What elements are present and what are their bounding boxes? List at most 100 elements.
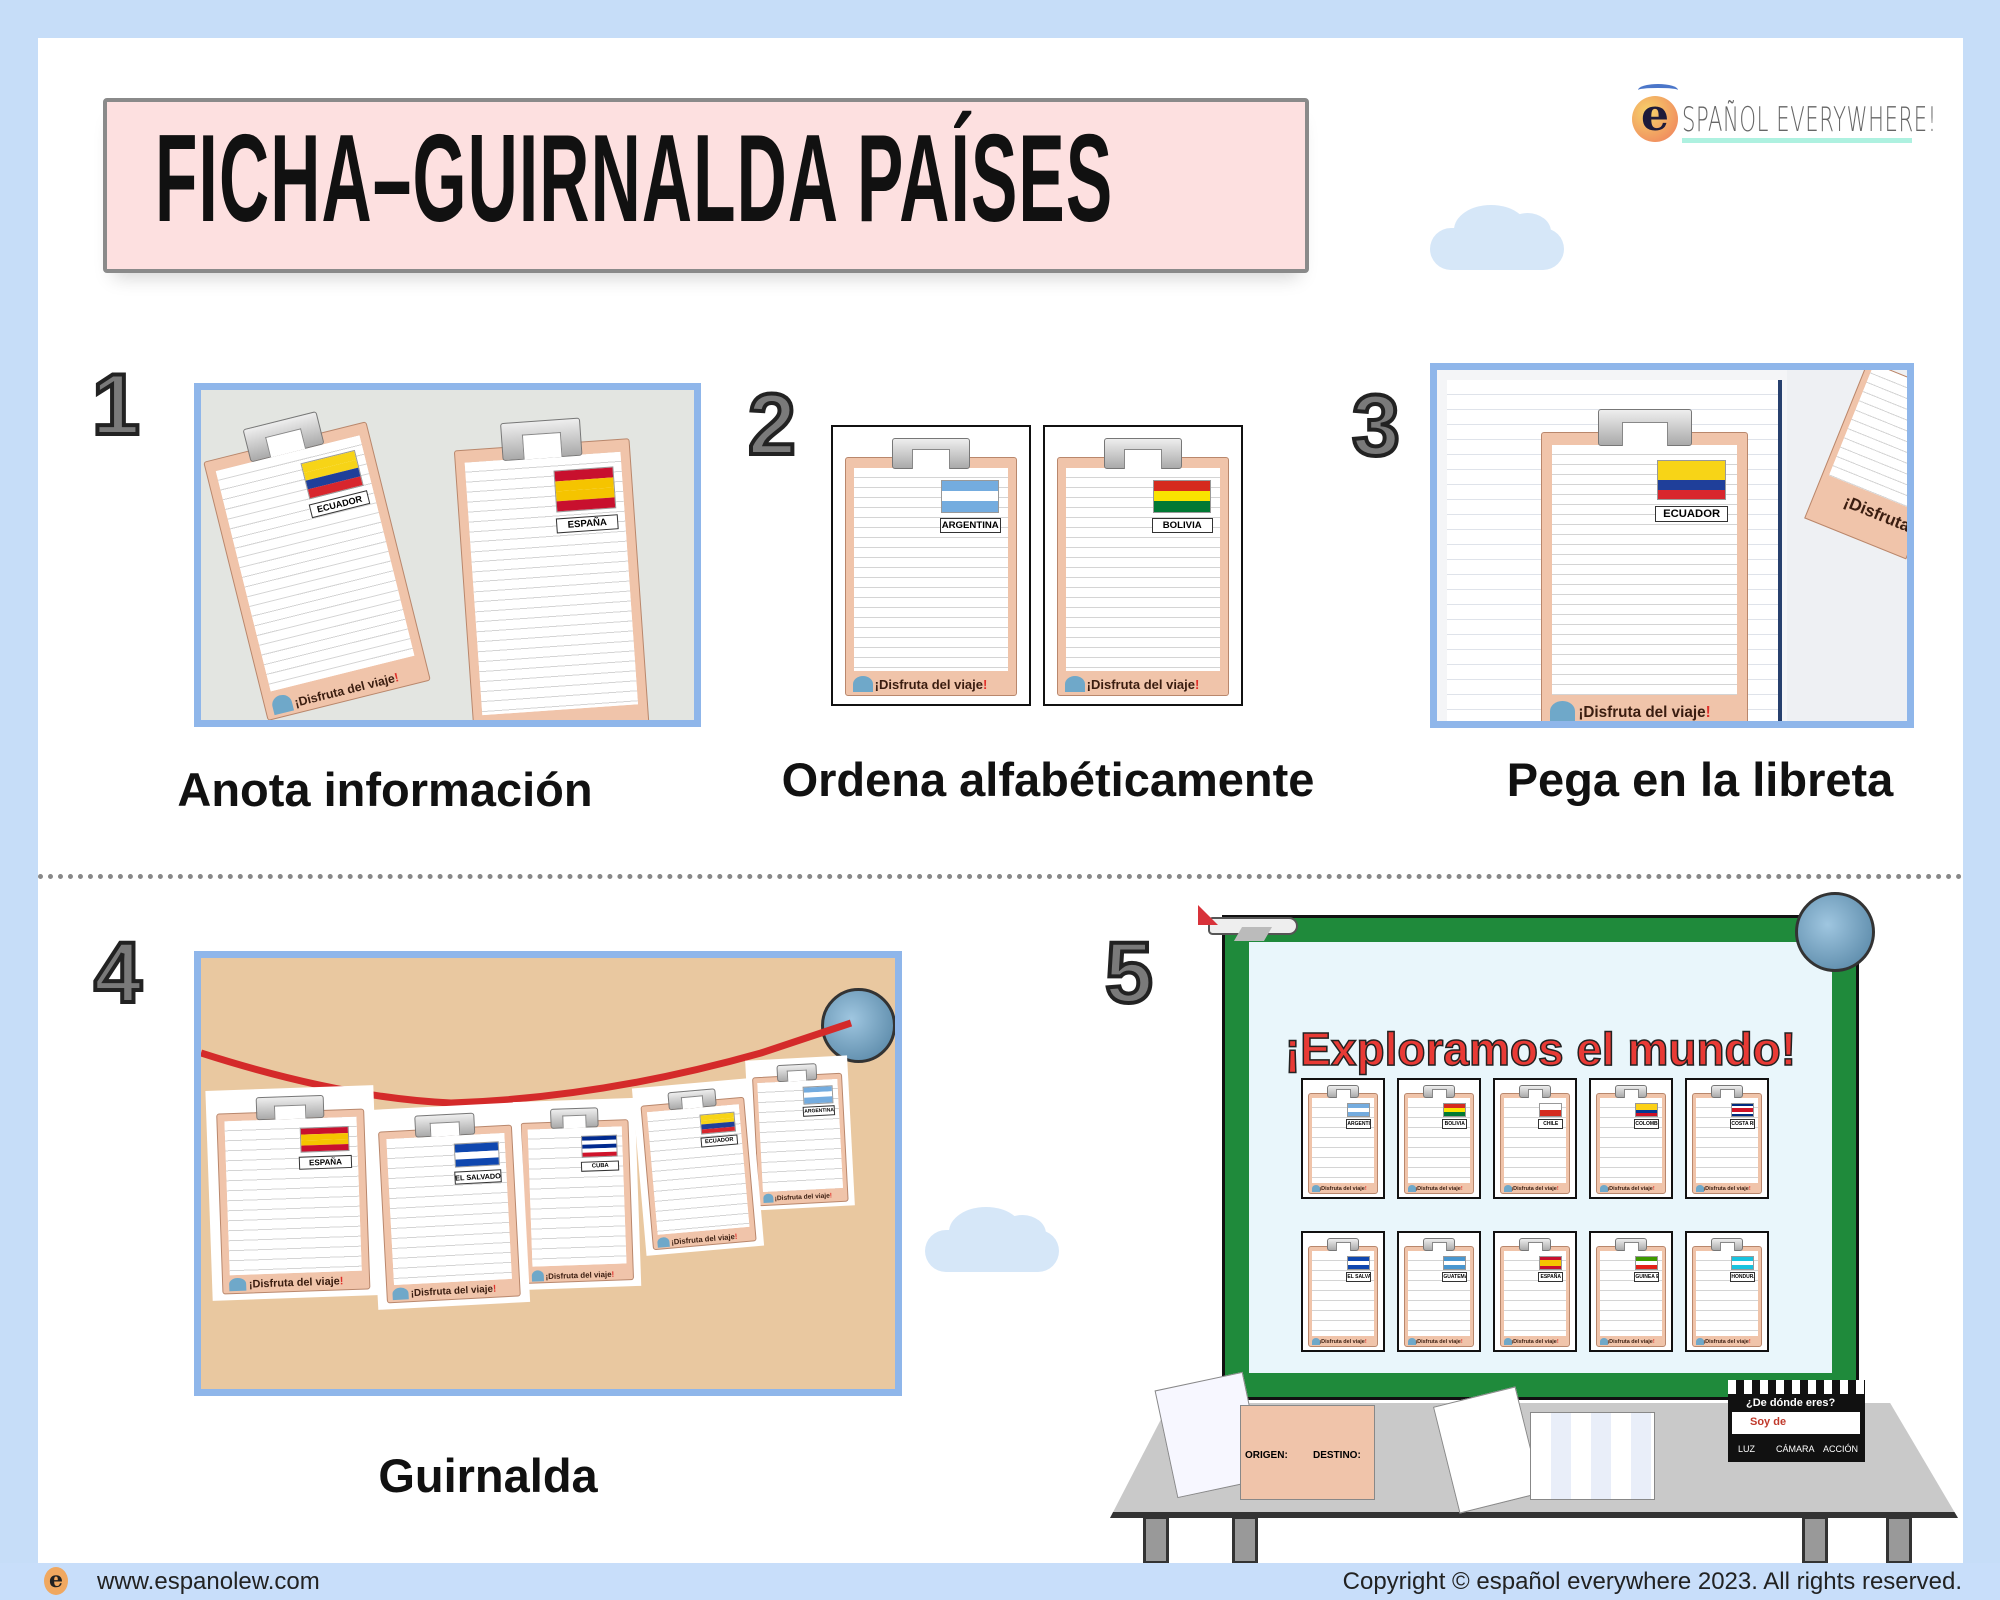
flag-stripe <box>1657 479 1726 490</box>
clip-clamp <box>1597 408 1692 447</box>
clip-clamp <box>891 438 971 470</box>
clipboard-worksheet: ARGENTINA¡Disfruta del viaje! <box>831 425 1031 706</box>
clipboard-back: GUINEA ECUATORIAL¡Disfruta del viaje! <box>1595 1245 1667 1347</box>
clipboard-back: ARGENTINA¡Disfruta del viaje! <box>1307 1092 1379 1194</box>
clip-footer-text: ¡Disfruta del viaje! <box>1597 1186 1665 1192</box>
clip-footer-main: ¡Disfruta del viaje <box>1415 1185 1461 1192</box>
clip-clamp <box>256 1095 324 1121</box>
clipboard-worksheet: BOLIVIA¡Disfruta del viaje! <box>1397 1078 1481 1199</box>
clip-footer-main: ¡Disfruta del viaje <box>1511 1185 1557 1192</box>
destination-label: DESTINO: <box>1313 1450 1361 1461</box>
flag-stripe <box>301 1144 349 1152</box>
flag-stripe <box>1444 1103 1466 1108</box>
globe-icon <box>852 675 874 693</box>
clipboard-back: ESPAÑA¡Disfruta del viaje! <box>453 438 651 720</box>
clip-footer-bang: ! <box>1556 1338 1559 1345</box>
flag-colombia <box>1635 1102 1659 1117</box>
globe-icon <box>1503 1184 1512 1192</box>
country-label: CUBA <box>581 1160 620 1172</box>
flag-honduras <box>1731 1255 1755 1270</box>
flag-stripe <box>1444 1260 1466 1265</box>
clip-clamp <box>1327 1084 1359 1098</box>
flag-el-salvador <box>453 1141 500 1168</box>
globe-icon <box>1599 1337 1608 1345</box>
clapper-label: LUZ <box>1738 1444 1756 1454</box>
flag-chile <box>1539 1102 1563 1117</box>
flag-el-salvador <box>1347 1255 1371 1270</box>
garland-string <box>201 1019 853 1107</box>
clipboard-back: ESPAÑA¡Disfruta del viaje! <box>1499 1245 1571 1347</box>
logo-wave-icon <box>1638 84 1678 96</box>
country-label: ESPAÑA <box>1538 1271 1564 1282</box>
flag-stripe <box>1636 1109 1658 1113</box>
clapper-label: CÁMARA <box>1776 1444 1815 1454</box>
clipboard-worksheet: ECUADOR¡Disfruta del viaje! <box>201 390 444 720</box>
country-label: ECUADOR <box>1654 505 1729 522</box>
flag-argentina <box>802 1085 834 1105</box>
clip-footer-bang: ! <box>1748 1185 1751 1192</box>
flag-stripe <box>1348 1107 1370 1112</box>
clipboard-worksheet: ECUADOR¡Disfruta del viaje! <box>1527 395 1762 721</box>
clip-footer-main: ¡Disfruta del viaje <box>410 1284 494 1300</box>
clapper-stripes <box>1728 1380 1865 1394</box>
country-label: ARGENTINA <box>803 1105 836 1118</box>
clip-clamp <box>1711 1084 1743 1098</box>
clip-footer-bang: ! <box>734 1231 738 1241</box>
step-3-caption: Pega en la libreta <box>1506 753 1894 806</box>
table-leg <box>1886 1516 1912 1564</box>
flag-stripe <box>942 501 999 512</box>
country-label: COLOMBIA <box>1634 1118 1660 1129</box>
flag-stripe <box>1732 1113 1754 1116</box>
title-banner: FICHA–GUIRNALDA PAÍSES <box>103 98 1309 273</box>
country-label: HONDURAS <box>1730 1271 1756 1282</box>
cloud-icon <box>1430 204 1564 270</box>
flag-bolivia <box>1153 479 1212 513</box>
clip-footer-text: ¡Disfruta del viaje! <box>1693 1186 1761 1192</box>
clipboard-back: HONDURAS ¡Disfruta del viaje! <box>1691 1245 1763 1347</box>
step-number-5: 5 <box>1103 925 1155 1021</box>
logo-e-icon: e <box>1632 94 1678 142</box>
airplane-icon <box>1198 905 1303 941</box>
clipboard-worksheet: ARGENTINA¡Disfruta del viaje! <box>1301 1078 1385 1199</box>
copyright-text: Copyright © español everywhere 2023. All… <box>1342 1568 1962 1595</box>
clip-footer-main: ¡Disfruta del viaje <box>1703 1338 1749 1345</box>
flag-stripe <box>1348 1111 1370 1116</box>
flag-stripe <box>1636 1260 1658 1265</box>
flag-stripe <box>1636 1106 1658 1110</box>
flag-stripe <box>1732 1111 1754 1114</box>
step-3-photo: ¡Disfruta ECUADOR¡Disfruta del viaje! <box>1430 363 1914 728</box>
clip-clamp <box>1711 1237 1743 1251</box>
globe-icon <box>1311 1184 1320 1192</box>
clip-clamp <box>1103 438 1183 470</box>
clip-clamp <box>1519 1084 1551 1098</box>
flag-costa-rica <box>1731 1102 1755 1117</box>
clipboard-worksheet: ARGENTINA¡Disfruta del viaje! <box>745 1055 855 1211</box>
clip-footer-main: ¡Disfruta del viaje <box>670 1231 736 1247</box>
clip-clamp <box>1327 1237 1359 1251</box>
clipboard-back: BOLIVIA¡Disfruta del viaje! <box>1403 1092 1475 1194</box>
flag-stripe <box>1540 1265 1562 1269</box>
clip-clamp <box>413 1112 476 1138</box>
flags-card <box>1530 1412 1655 1500</box>
clip-footer-bang: ! <box>1748 1338 1751 1345</box>
flag-stripe <box>1154 491 1211 502</box>
country-label: ARGENTINA <box>1346 1118 1372 1129</box>
flag-stripe <box>1444 1264 1466 1269</box>
clipboard-back: EL SALVADOR¡Disfruta del viaje! <box>378 1124 521 1304</box>
clip-footer-bang: ! <box>339 1275 344 1288</box>
flag-stripe <box>1444 1256 1466 1261</box>
clipboard-back: ARGENTINA¡Disfruta del viaje! <box>752 1072 849 1206</box>
flag-españa <box>553 466 616 513</box>
clip-footer-bang: ! <box>1460 1338 1463 1345</box>
website-link[interactable]: www.espanolew.com <box>97 1568 320 1595</box>
flag-stripe <box>1657 489 1726 500</box>
clipboard-worksheet: ESPAÑA¡Disfruta del viaje! <box>439 399 663 720</box>
step-1-photo: ECUADOR¡Disfruta del viaje!ESPAÑA¡Disfru… <box>194 383 701 727</box>
clip-footer-text: ¡Disfruta del viaje! <box>1309 1339 1377 1345</box>
clip-footer-bang: ! <box>1460 1185 1463 1192</box>
globe-icon <box>480 719 504 720</box>
clip-footer-main: ¡Disfruta del viaje <box>545 1269 612 1281</box>
flag-stripe <box>1732 1264 1754 1269</box>
flag-guatemala <box>1443 1255 1467 1270</box>
clipboard-worksheet: GUINEA ECUATORIAL¡Disfruta del viaje! <box>1589 1231 1673 1352</box>
